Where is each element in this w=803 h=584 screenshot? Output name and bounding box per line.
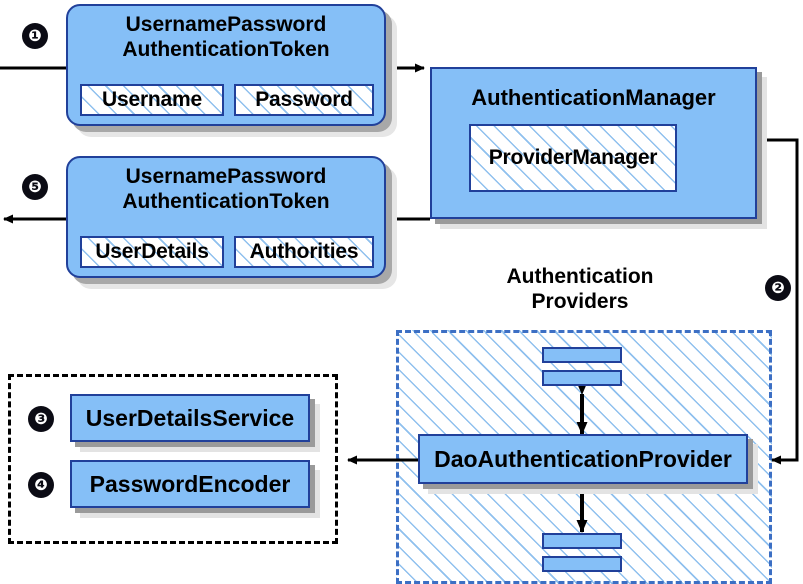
provider-manager-box: ProviderManager — [469, 124, 677, 192]
response-token-title: UsernamePassword AuthenticationToken — [68, 164, 384, 214]
username-password-authentication-token-request: UsernamePassword AuthenticationToken Use… — [66, 4, 386, 126]
step-badge-2: ❷ — [765, 275, 791, 301]
provider-stub-top-1 — [542, 347, 622, 363]
request-token-field-username-label: Username — [102, 88, 202, 111]
provider-stub-bottom-2 — [542, 556, 622, 572]
request-token-field-password-label: Password — [255, 88, 353, 111]
provider-manager-label: ProviderManager — [488, 146, 658, 169]
request-token-title-line2: AuthenticationToken — [122, 38, 330, 61]
user-details-service-label: UserDetailsService — [85, 404, 295, 431]
provider-stub-bottom-1 — [542, 533, 622, 549]
response-token-title-line1: UsernamePassword — [125, 165, 327, 188]
dao-authentication-provider-box: DaoAuthenticationProvider — [418, 434, 748, 484]
response-token-field-userdetails: UserDetails — [80, 236, 224, 268]
username-password-authentication-token-response: UsernamePassword AuthenticationToken Use… — [66, 156, 386, 278]
request-token-field-password: Password — [234, 84, 374, 116]
provider-stub-top-2 — [542, 370, 622, 386]
authentication-manager-label: AuthenticationManager — [471, 85, 716, 110]
response-token-title-line2: AuthenticationToken — [122, 190, 330, 213]
password-encoder-label: PasswordEncoder — [89, 470, 291, 497]
user-details-service-box: UserDetailsService — [70, 394, 310, 442]
authentication-manager-box: AuthenticationManager ProviderManager — [430, 67, 757, 219]
step-badge-4: ❹ — [28, 472, 54, 498]
step-badge-3: ❸ — [28, 406, 54, 432]
step-badge-5: ❺ — [22, 174, 48, 200]
response-token-field-authorities: Authorities — [234, 236, 374, 268]
authentication-providers-title: Authentication Providers — [470, 264, 690, 314]
response-token-field-userdetails-label: UserDetails — [95, 240, 209, 263]
password-encoder-box: PasswordEncoder — [70, 460, 310, 508]
step-badge-1: ❶ — [22, 23, 48, 49]
response-token-field-authorities-label: Authorities — [249, 240, 359, 263]
request-token-title-line1: UsernamePassword — [125, 13, 327, 36]
request-token-title: UsernamePassword AuthenticationToken — [68, 12, 384, 62]
request-token-field-username: Username — [80, 84, 224, 116]
authentication-providers-title-line2: Providers — [531, 290, 629, 313]
authentication-providers-title-line1: Authentication — [506, 265, 654, 288]
dao-authentication-provider-label: DaoAuthenticationProvider — [434, 445, 732, 472]
